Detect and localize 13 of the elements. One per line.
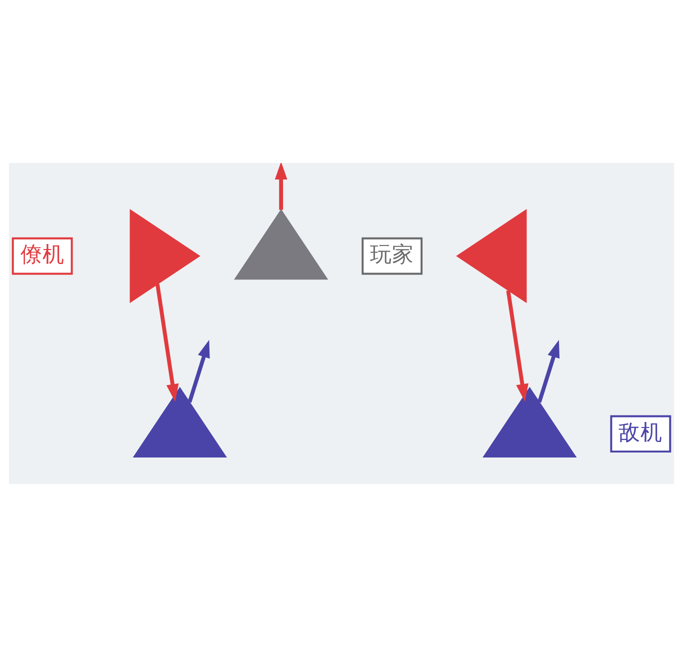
arrow: [188, 339, 210, 402]
arrow: [537, 339, 560, 402]
node-triangle: [132, 386, 227, 457]
node-box: 僚机: [12, 236, 73, 274]
node-triangle: [234, 208, 328, 280]
node-triangle: [456, 208, 527, 303]
node-triangle: [130, 208, 200, 303]
node-box: 敌机: [610, 414, 672, 452]
node-triangle: [482, 386, 577, 457]
arrow: [274, 162, 288, 210]
node-box: 玩家: [362, 236, 423, 274]
arrow: [506, 290, 528, 402]
arrow: [156, 283, 179, 402]
